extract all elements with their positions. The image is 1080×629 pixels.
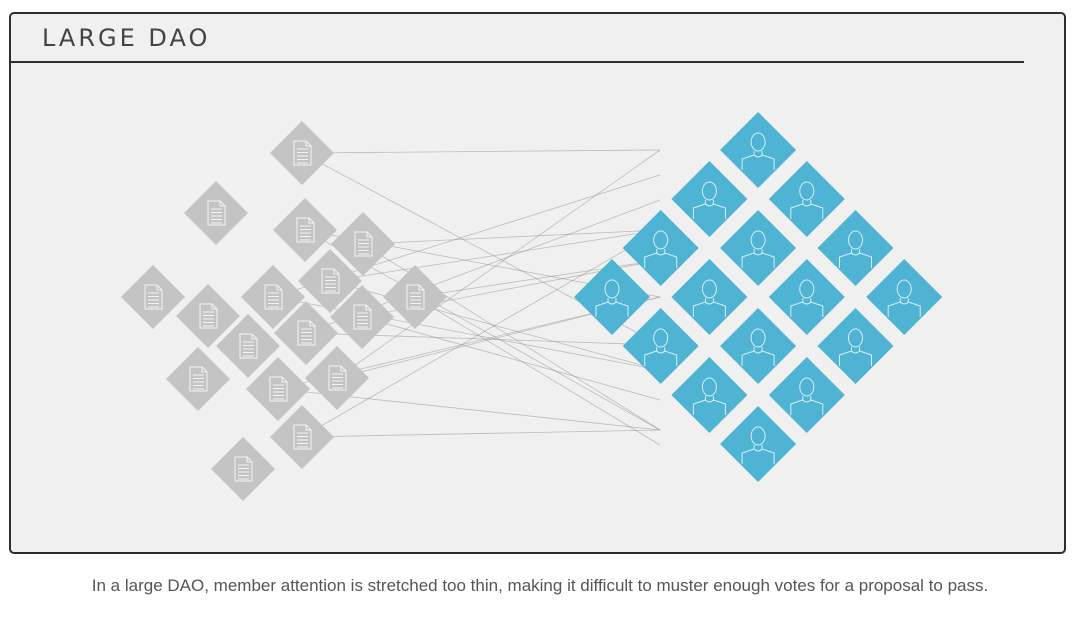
connection-line [301,229,661,438]
proposal-node [330,285,394,349]
diagram-title: LARGE DAO [42,24,211,52]
person-icon [741,328,775,366]
document-icon [354,231,373,257]
proposal-node [270,405,334,469]
document-icon [321,268,340,294]
document-icon [189,366,208,392]
member-node [817,210,894,286]
connection-line [336,149,661,379]
member-node [671,161,748,237]
proposal-node [211,437,275,501]
person-icon [839,230,872,268]
proposal-node [176,284,240,348]
proposal-node [246,357,310,421]
member-node [768,259,845,335]
person-icon [839,328,872,366]
figure-caption: In a large DAO, member attention is stre… [0,571,1080,601]
person-icon [887,279,921,317]
person-icon [692,181,726,219]
member-grid [574,112,943,482]
member-node [817,308,894,384]
connection-line [414,296,661,446]
document-icon [293,424,312,450]
proposal-node [121,265,185,329]
document-icon [296,217,315,243]
member-node [574,259,650,335]
connection-line [301,149,661,154]
document-icon [264,284,283,310]
proposal-node [383,265,447,329]
proposal-node [274,301,338,365]
person-icon [741,230,775,268]
document-icon [239,333,258,359]
document-icon [144,284,163,310]
connection-line [362,229,661,245]
person-icon [790,377,824,415]
document-icon [293,140,312,166]
caption-text: In a large DAO, member attention is stre… [91,576,989,595]
member-node [768,161,845,237]
proposal-node [273,198,337,262]
person-icon [741,132,775,170]
person-icon [595,279,629,317]
document-icon [328,365,347,391]
document-icon [207,200,226,226]
person-icon [790,181,824,219]
member-node [866,259,943,335]
connection-line [329,229,661,282]
proposal-cluster [121,121,447,501]
proposal-node [305,346,369,410]
proposal-node [298,249,362,313]
proposal-node [216,314,280,378]
member-node [671,357,748,433]
member-node [720,406,797,482]
member-node [720,112,797,188]
document-icon [297,320,316,346]
connection-line [301,429,661,438]
person-icon [790,279,824,317]
document-icon [269,376,288,402]
member-node [622,308,699,384]
person-icon [644,328,678,366]
connection-line [272,296,661,371]
member-node [720,308,797,384]
person-icon [692,279,726,317]
document-icon [353,304,372,330]
document-icon [234,456,253,482]
proposal-node [270,121,334,185]
connection-line [414,259,661,298]
document-icon [406,284,425,310]
connection-line [361,316,661,401]
member-node [768,357,845,433]
person-icon [741,426,775,464]
proposal-node [331,212,395,276]
member-node [720,210,797,286]
proposal-node [184,181,248,245]
member-node [622,210,699,286]
member-node [671,259,748,335]
proposal-node [166,347,230,411]
title-divider [9,61,1024,63]
proposal-node [241,265,305,329]
person-icon [692,377,726,415]
person-icon [644,230,678,268]
document-icon [199,303,218,329]
